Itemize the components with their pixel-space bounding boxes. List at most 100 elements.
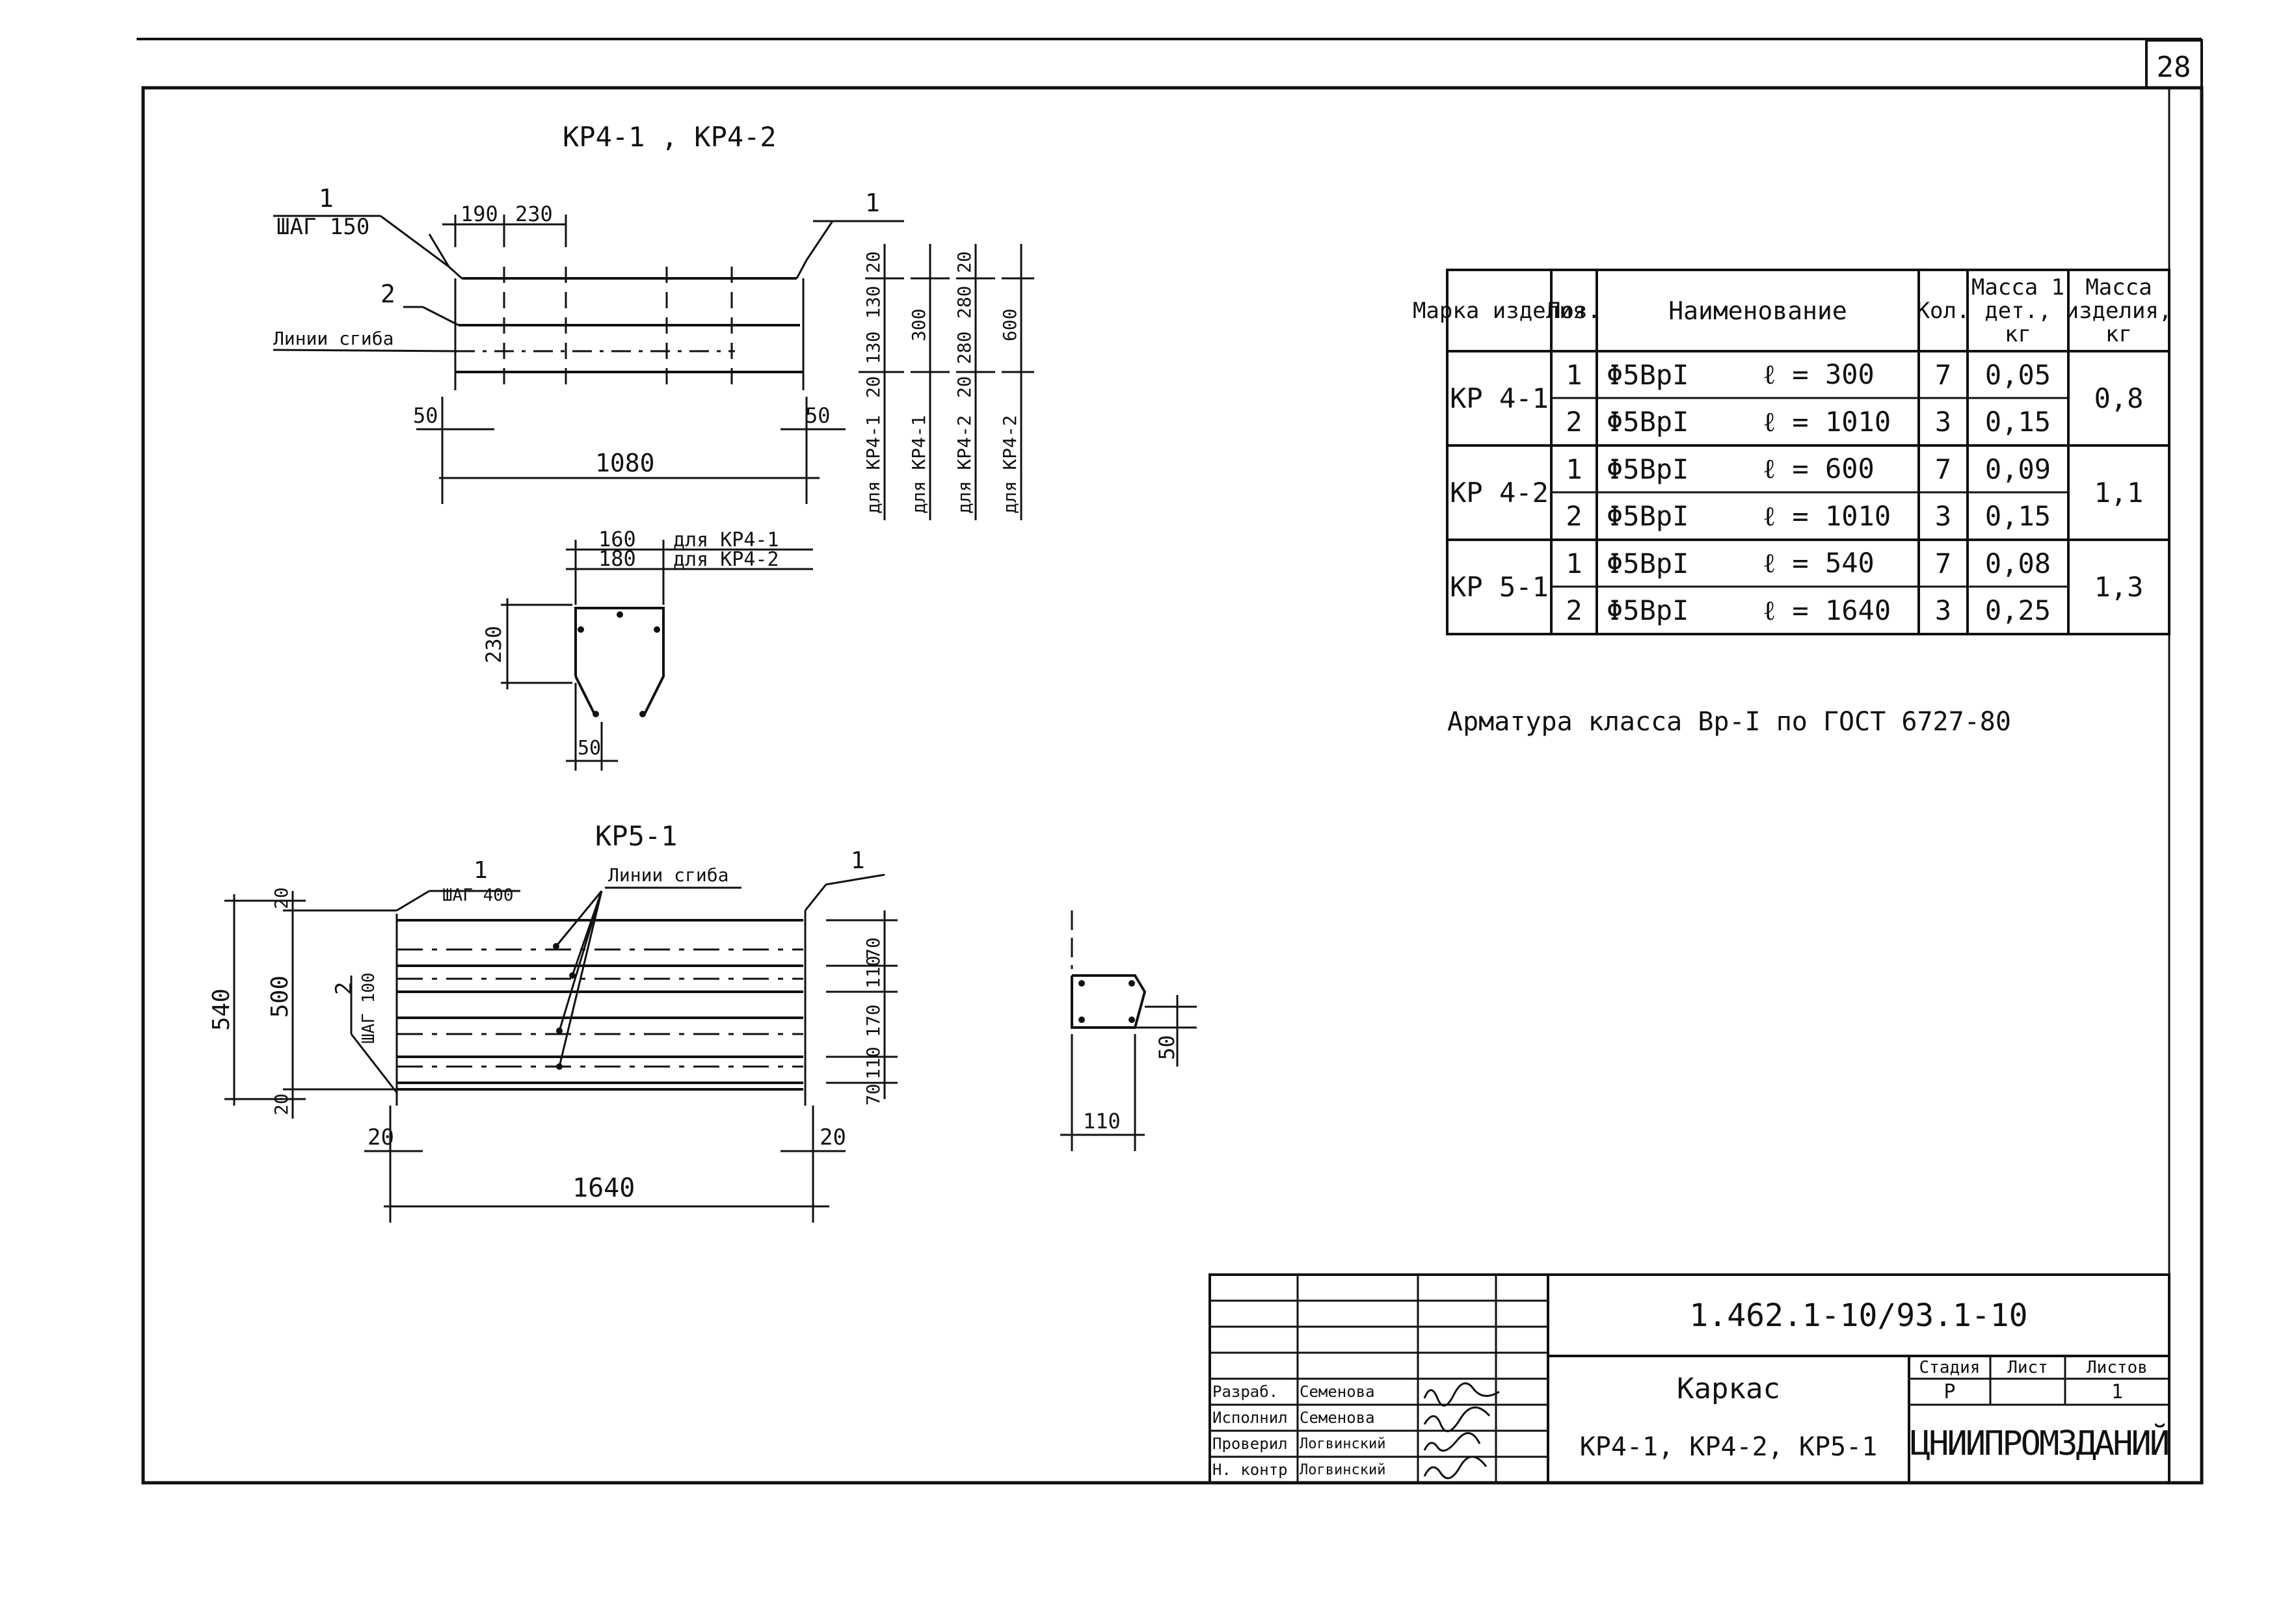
spec-pos: 2 — [1566, 500, 1582, 532]
spec-len: ℓ = 600 — [1763, 453, 1875, 485]
spec-table-grid — [1446, 269, 2170, 635]
kr5-elevation — [224, 873, 898, 1223]
kr4-title: КР4-1 , КР4-2 — [563, 121, 777, 153]
kr4-dim-left-end: 50 — [413, 403, 438, 428]
sheet-number-box — [2145, 39, 2203, 89]
spec-mark: КР 4-1 — [1450, 382, 1549, 414]
kr4-for-kr41-b: для КР4-1 — [908, 415, 929, 514]
kr4-bend-lines: Линии сгиба — [273, 328, 394, 349]
role: Проверил — [1212, 1435, 1288, 1453]
kr4-pos2-label: 2 — [380, 280, 395, 308]
kr4-dim-top-b: 230 — [515, 202, 553, 226]
spec-qty: 7 — [1934, 358, 1952, 391]
kr4-pos1-step: ШАГ 150 — [276, 214, 369, 240]
kr4s-w1-label: для КР4-1 — [673, 529, 779, 551]
reinforcement-note: Арматура класса Вр-I по ГОСТ 6727-80 — [1447, 707, 2011, 737]
kr4-dim-top-a: 190 — [461, 202, 498, 226]
kr5-dim-left-end: 20 — [367, 1124, 394, 1150]
spec-mass-item: 1,3 — [2094, 571, 2144, 603]
spec-pos: 2 — [1566, 594, 1582, 626]
spec-mass: 0,25 — [1984, 594, 2051, 626]
spec-name: Φ5ВрI — [1607, 406, 1689, 438]
sheet-frame — [141, 86, 2204, 1485]
spec-mass: 0,15 — [1984, 500, 2051, 532]
kr5-pos1-step: ШАГ 400 — [442, 886, 514, 905]
th-qty: Кол. — [1916, 297, 1970, 324]
kr5-r4: 110 — [862, 1046, 884, 1080]
kr5-pos1: 1 — [474, 857, 488, 884]
kr4-pos1-label: 1 — [319, 184, 334, 213]
kr4-for-kr41-a: для КР4-1 — [862, 415, 884, 514]
kr4-v2-a: 20 — [954, 251, 975, 273]
spec-mass: 0,15 — [1984, 406, 2051, 438]
spec-name: Φ5ВрI — [1607, 453, 1689, 485]
spec-len: ℓ = 540 — [1763, 547, 1875, 579]
kr4s-w1: 160 — [598, 527, 636, 551]
kr5-dim-bot-off: 20 — [271, 1093, 292, 1115]
kr4s-w2: 180 — [598, 546, 636, 571]
spec-pos: 2 — [1566, 406, 1582, 438]
stage-label: Стадия — [1919, 1357, 1981, 1377]
kr5-r3: 170 — [862, 1004, 884, 1037]
kr5s-width: 110 — [1083, 1109, 1121, 1134]
kr4-v1-c: 130 — [862, 331, 884, 364]
spec-qty: 3 — [1934, 406, 1952, 438]
kr4-v2-b: 280 — [954, 285, 975, 319]
th-name: Наименование — [1668, 296, 1847, 325]
spec-pos: 1 — [1566, 358, 1582, 391]
sheet-value — [1990, 1379, 2065, 1405]
role: Исполнил — [1212, 1409, 1288, 1427]
kr4s-w2-label: для КР4-2 — [673, 548, 779, 571]
spec-name: Φ5ВрI — [1607, 358, 1689, 391]
spec-len: ℓ = 1010 — [1763, 405, 1891, 438]
sheet-label: Лист — [2007, 1357, 2048, 1377]
spec-mark: КР 4-2 — [1450, 477, 1549, 509]
role-name: Семенова — [1300, 1383, 1375, 1401]
spec-len: ℓ = 1010 — [1763, 499, 1891, 532]
kr5-dim-length: 1640 — [572, 1173, 635, 1203]
kr4-v2-total: 600 — [999, 308, 1021, 341]
th-mass-item: Масса изделия, кг — [2065, 274, 2172, 347]
role: Н. контр — [1212, 1461, 1288, 1479]
spec-len: ℓ = 1640 — [1763, 594, 1891, 626]
kr5-r1: 70 — [862, 937, 884, 959]
spec-qty: 7 — [1934, 453, 1952, 485]
kr5-dim-overall: 540 — [208, 989, 235, 1031]
kr5-bend-lines: Линии сгиба — [608, 864, 728, 886]
kr4-v1-d: 20 — [862, 376, 884, 398]
spec-qty: 7 — [1934, 547, 1952, 579]
kr4-v1-a: 20 — [862, 251, 884, 273]
kr4-elevation — [273, 215, 1034, 520]
kr4-for-kr42-b: для КР4-2 — [999, 415, 1021, 514]
kr4-section — [501, 540, 813, 771]
spec-name: Φ5ВрI — [1607, 594, 1689, 626]
role-name: Семенова — [1300, 1409, 1375, 1427]
kr5-section — [1060, 910, 1197, 1151]
title-line2: КР4-1, КР4-2, КР5-1 — [1579, 1432, 1878, 1462]
kr4s-height: 230 — [481, 626, 506, 663]
th-pos: Поз. — [1547, 297, 1601, 324]
kr5-pos2-step: ШАГ 100 — [359, 972, 379, 1044]
kr5-pos1-right: 1 — [851, 847, 865, 874]
spec-pos: 1 — [1566, 453, 1582, 485]
spec-len: ℓ = 300 — [1763, 358, 1875, 390]
kr4-v2-c: 280 — [954, 331, 975, 364]
th-mass-part: Масса 1 дет., кг — [1971, 274, 2065, 347]
role-name: Логвинский — [1300, 1435, 1386, 1452]
spec-mass-item: 0,8 — [2094, 382, 2144, 414]
doc-code: 1.462.1-10/93.1-10 — [1689, 1297, 2028, 1334]
title-line1: Каркас — [1677, 1372, 1780, 1405]
sheets-label: Листов — [2087, 1357, 2148, 1377]
kr4-v1-b: 130 — [862, 285, 884, 319]
role: Разраб. — [1212, 1383, 1279, 1401]
spec-qty: 3 — [1934, 500, 1952, 532]
kr4s-bottom: 50 — [578, 737, 601, 760]
spec-name: Φ5ВрI — [1607, 500, 1689, 532]
signatures — [1423, 1382, 1500, 1480]
kr4-vdims: 20 130 130 20 300 20 280 280 20 600 для … — [862, 251, 1021, 514]
kr5-dim-inner: 500 — [267, 976, 293, 1018]
kr4-v1-total: 300 — [908, 308, 929, 341]
kr5-r2: 110 — [862, 955, 884, 989]
sheets-value: 1 — [2111, 1380, 2124, 1403]
